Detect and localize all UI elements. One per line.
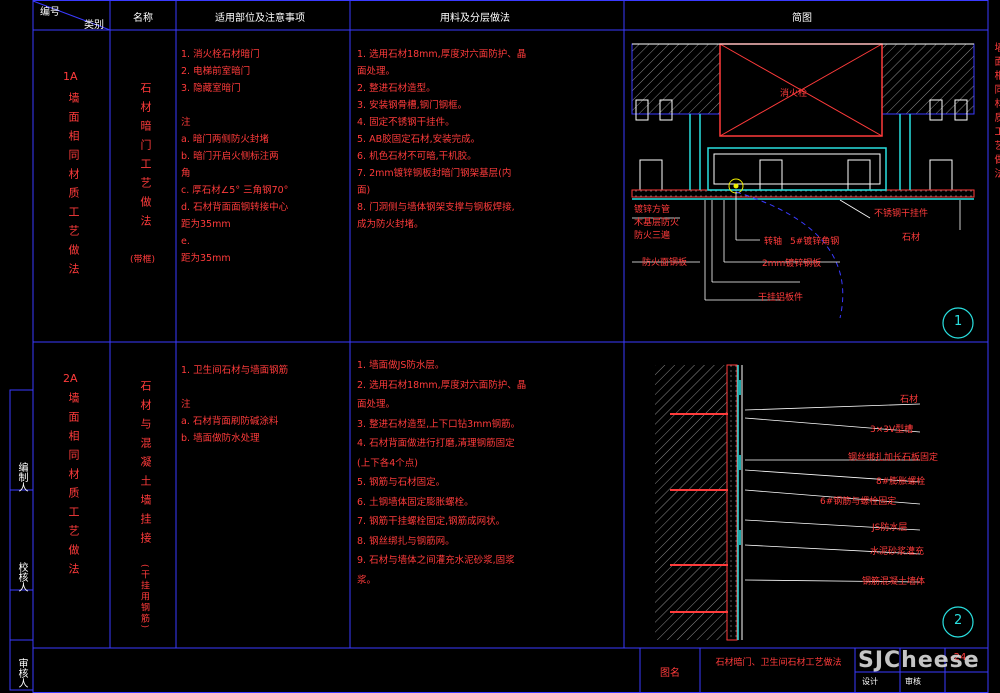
detail-1-plan bbox=[631, 43, 975, 339]
label: 不锈钢干挂件 bbox=[874, 209, 929, 219]
row1-name: 石材暗门工艺做法 bbox=[139, 82, 152, 234]
header-category: 类别 bbox=[84, 20, 104, 31]
left-strip-label: 校核人 bbox=[16, 562, 27, 592]
label: 木基层防火 bbox=[634, 218, 680, 228]
label: 水泥砂浆灌充 bbox=[870, 547, 925, 557]
label: 2mm镀锌钢板 bbox=[762, 259, 822, 269]
note-line: 3. 整进石材造型,上下口钻3mm钢筋。 bbox=[357, 418, 521, 430]
label: 3×3V型槽 bbox=[870, 425, 914, 435]
note-line: 7. 2mm镀锌钢板封暗门钢架基层(内 bbox=[357, 168, 512, 179]
note-line: 1. 选用石材18mm,厚度对六面防护、晶 bbox=[357, 49, 527, 60]
header-name: 名称 bbox=[133, 13, 153, 24]
note-line: a. 暗门两侧防火封堵 bbox=[181, 134, 269, 145]
label: 钢筋混凝土墙体 bbox=[862, 577, 926, 587]
note-line: 4. 固定不锈钢干挂件。 bbox=[357, 117, 455, 128]
header-scope: 适用部位及注意事项 bbox=[215, 13, 305, 24]
note-line: 8. 门洞侧与墙体钢架支撑与钢板焊接, bbox=[357, 202, 515, 213]
note-line: a. 石材背面刷防碱涂料 bbox=[181, 416, 279, 427]
note-line: (上下各4个点) bbox=[357, 457, 418, 469]
label: JS防水层 bbox=[872, 523, 908, 533]
label: 钢丝绑扎加长石板固定 bbox=[848, 453, 939, 463]
note-line: 6. 机色石材不可暗,干机胶。 bbox=[357, 151, 477, 162]
label: 防火面钢板 bbox=[642, 258, 688, 268]
note-line bbox=[181, 379, 288, 396]
label: 6#钢筋与螺栓固定 bbox=[820, 497, 897, 507]
drawing-name-label: 图名 bbox=[660, 668, 680, 679]
note-line: 5. AB胶固定石材,安装完成。 bbox=[357, 134, 481, 145]
detail-number-1: 1 bbox=[954, 314, 963, 329]
label: 石材 bbox=[900, 395, 919, 405]
note-line: 面) bbox=[357, 185, 371, 196]
note-line: 1. 墙面做JS防水层。 bbox=[357, 360, 445, 371]
header-method: 用料及分层做法 bbox=[440, 13, 510, 24]
header-code: 编号 bbox=[40, 7, 60, 18]
drawing-name: 石材暗门、卫生间石材工艺做法 bbox=[715, 658, 842, 668]
row1-code: 1A bbox=[63, 70, 78, 83]
note-line: 7. 钢筋干挂螺栓固定,钢筋成网状。 bbox=[357, 516, 506, 527]
row2-scope: 1. 卫生间石材与墙面钢筋 注 a. 石材背面刷防碱涂料 b. 墙面做防水处理 bbox=[181, 362, 288, 447]
row2-name: 石材与混凝土墙挂接 bbox=[139, 380, 152, 551]
note-line: 注 bbox=[181, 117, 191, 128]
note-line: 成为防火封堵。 bbox=[357, 219, 424, 230]
row1-category: 墙面相同材质工艺做法 bbox=[67, 92, 80, 282]
note-line: 2. 电梯前室暗门 bbox=[181, 66, 251, 77]
right-side-text: 墙面相同材质工艺做法 bbox=[992, 42, 1000, 182]
note-line: b. 暗门开启火侧标注两 bbox=[181, 151, 279, 162]
review-label: 审核 bbox=[905, 677, 921, 686]
note-line: 2. 选用石材18mm,厚度对六面防护、晶 bbox=[357, 379, 527, 391]
row1-method: 1. 选用石材18mm,厚度对六面防护、晶 面处理。 2. 整进石材造型。 3. 安… bbox=[357, 46, 526, 233]
label: 干挂铝板件 bbox=[758, 293, 804, 303]
note-line: 1. 消火栓石材暗门 bbox=[181, 49, 260, 60]
note-line: 6. 土钢墙体固定膨胀螺栓。 bbox=[357, 496, 474, 508]
detail-2-section bbox=[655, 364, 974, 641]
note-line: 距为35mm bbox=[181, 253, 231, 264]
header-drawing: 简图 bbox=[792, 13, 812, 24]
row2-code: 2A bbox=[63, 372, 78, 385]
label: 防火三遍 bbox=[634, 231, 671, 241]
row2-method: 1. 墙面做JS防水层。 2. 选用石材18mm,厚度对六面防护、晶 面处理。 3.… bbox=[357, 356, 526, 590]
left-strip-label: 编制人 bbox=[16, 462, 27, 492]
note-line: 5. 钢筋与石材固定。 bbox=[357, 477, 446, 488]
note-line: 距为35mm bbox=[181, 219, 231, 230]
row1-name-suffix: (带框) bbox=[130, 255, 156, 265]
note-line: e. bbox=[181, 236, 190, 247]
note-line: 注 bbox=[181, 399, 191, 410]
note-line: 面处理。 bbox=[357, 399, 396, 410]
label: 5#镀锌角钢 bbox=[790, 237, 840, 247]
note-line: 2. 整进石材造型。 bbox=[357, 83, 436, 94]
row2-category: 墙面相同材质工艺做法 bbox=[67, 392, 80, 582]
label: 镀锌方管 bbox=[634, 205, 671, 215]
design-label: 设计 bbox=[862, 677, 878, 686]
note-line: c. 厚石材∠5° 三角钢70° bbox=[181, 185, 289, 196]
label: 转轴 bbox=[764, 237, 783, 247]
sheet-number: -24- bbox=[950, 652, 970, 663]
note-line: 3. 隐藏室暗门 bbox=[181, 83, 241, 94]
detail-number-2: 2 bbox=[954, 613, 963, 628]
note-line: 面处理。 bbox=[357, 66, 396, 77]
note-line: 4. 石材背面做进行打磨,清理钢筋固定 bbox=[357, 438, 515, 449]
row2-name-suffix: (干挂用钢筋) bbox=[139, 564, 149, 631]
note-line: 8. 钢丝绑扎与钢筋网。 bbox=[357, 535, 455, 547]
note-line: 9. 石材与墙体之间灌充水泥砂浆,固浆 bbox=[357, 555, 515, 566]
note-line: b. 墙面做防水处理 bbox=[181, 433, 260, 444]
note-line bbox=[181, 97, 288, 114]
brand-watermark: SJCheese bbox=[858, 648, 980, 673]
note-line: 角 bbox=[181, 168, 191, 179]
note-line: 3. 安装钢骨槽,钢门钢框。 bbox=[357, 100, 468, 111]
label: 消火栓 bbox=[780, 89, 808, 99]
label: 石材 bbox=[902, 233, 921, 243]
note-line: 浆。 bbox=[357, 574, 377, 586]
row1-scope: 1. 消火栓石材暗门 2. 电梯前室暗门 3. 隐藏室暗门 注 a. 暗门两侧防火封堵… bbox=[181, 46, 288, 267]
note-line: 1. 卫生间石材与墙面钢筋 bbox=[181, 365, 289, 376]
left-strip-label: 审核人 bbox=[16, 658, 27, 688]
note-line: d. 石材背面面钢转接中心 bbox=[181, 202, 289, 213]
label: 8#膨胀螺栓 bbox=[876, 477, 926, 487]
